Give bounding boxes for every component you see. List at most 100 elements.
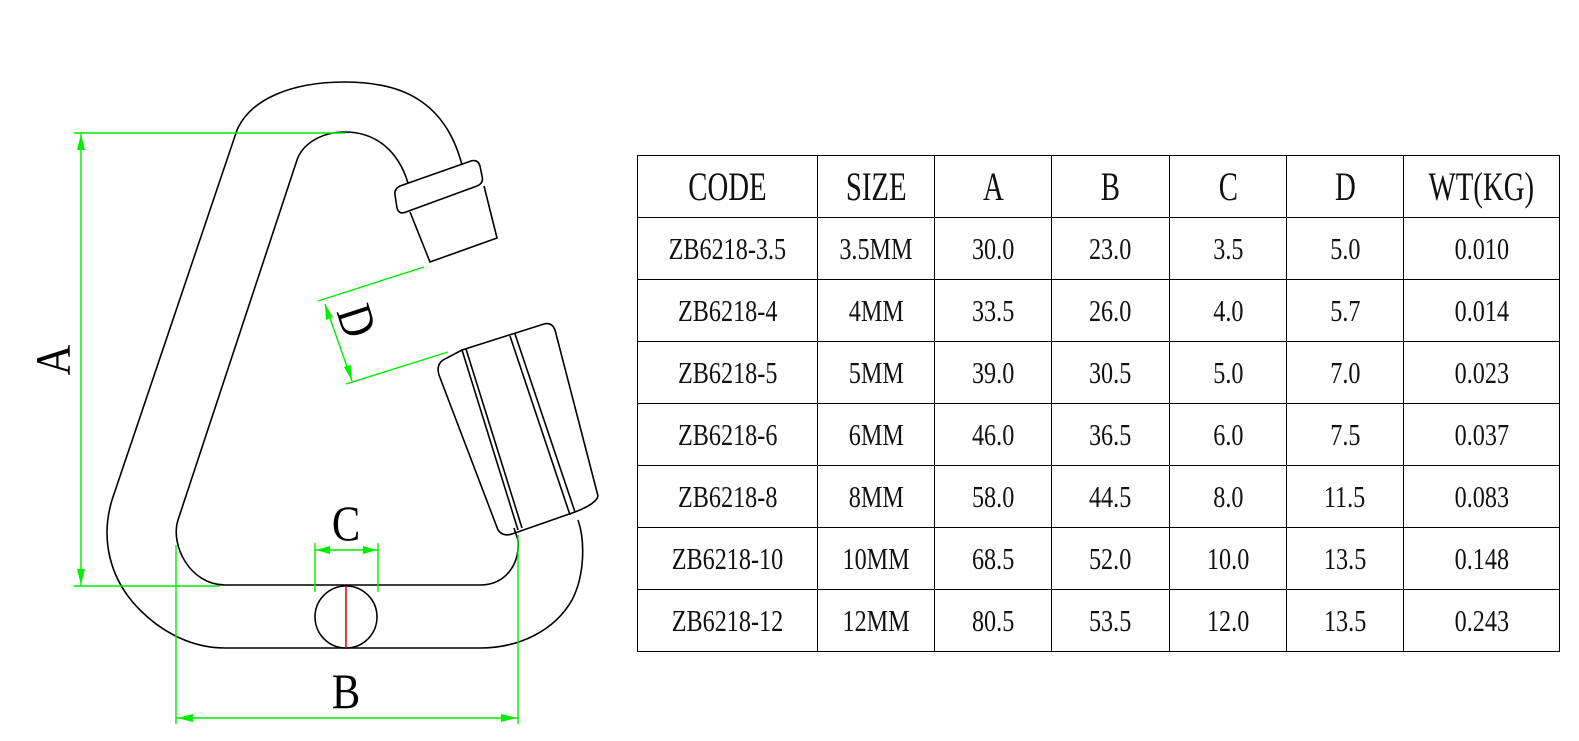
arrow-icon xyxy=(501,714,517,722)
cell-b: 30.5 xyxy=(1051,341,1170,404)
cell-value: 5.0 xyxy=(1329,230,1361,266)
cell-weight: 0.010 xyxy=(1403,217,1560,280)
cell-c: 10.0 xyxy=(1169,527,1287,590)
cell-a: 33.5 xyxy=(934,279,1052,342)
cell-value: 12MM xyxy=(842,602,910,638)
carabiner-outline xyxy=(106,81,599,649)
arrow-icon xyxy=(77,134,85,150)
cell-value: ZB6218-12 xyxy=(671,602,784,638)
cell-d: 11.5 xyxy=(1286,465,1404,528)
cell-size: 4MM xyxy=(817,279,935,342)
arrow-icon xyxy=(325,304,333,320)
cell-code: ZB6218-10 xyxy=(637,527,818,590)
dim-d-extension-top xyxy=(317,266,425,302)
arrow-icon xyxy=(77,569,85,585)
cell-value: 12.0 xyxy=(1206,602,1250,638)
table-header-row: CODE SIZE A B C D WT(KG) xyxy=(637,155,1560,218)
cell-d: 5.0 xyxy=(1286,217,1404,280)
arrow-icon xyxy=(316,546,330,554)
cell-value: ZB6218-10 xyxy=(671,540,784,576)
cell-value: ZB6218-4 xyxy=(677,292,778,328)
cell-value: 7.0 xyxy=(1329,354,1361,390)
header-label: WT(KG) xyxy=(1428,164,1535,209)
gate-cylinder xyxy=(409,185,498,264)
dimension-label-c: C xyxy=(332,497,360,552)
outer-contour xyxy=(106,81,584,649)
cell-value: 46.0 xyxy=(971,416,1015,452)
cell-value: 4.0 xyxy=(1212,292,1244,328)
header-label: SIZE xyxy=(845,164,907,209)
hex-nut-edge xyxy=(509,335,571,516)
cell-value: 10.0 xyxy=(1206,540,1250,576)
cell-value: 0.014 xyxy=(1454,292,1509,328)
hex-nut xyxy=(437,322,599,536)
cell-value: 5.7 xyxy=(1329,292,1361,328)
cell-value: 13.5 xyxy=(1323,602,1367,638)
cell-value: 8MM xyxy=(848,478,904,514)
cell-value: 0.083 xyxy=(1454,478,1509,514)
cell-value: 39.0 xyxy=(971,354,1015,390)
header-label: B xyxy=(1100,164,1121,209)
carabiner-drawing: A B C D xyxy=(27,81,599,724)
hex-nut-edge xyxy=(461,349,519,531)
dimension-label-a: A xyxy=(27,344,82,375)
cell-value: 26.0 xyxy=(1089,292,1132,328)
cell-value: 53.5 xyxy=(1089,602,1132,638)
header-label: C xyxy=(1218,164,1238,209)
cell-value: 52.0 xyxy=(1089,540,1132,576)
cell-d: 7.0 xyxy=(1286,341,1404,404)
gate-sleeve xyxy=(394,159,484,214)
cell-c: 12.0 xyxy=(1169,589,1287,652)
dimension-label-d: D xyxy=(325,298,387,344)
cell-value: ZB6218-8 xyxy=(677,478,778,514)
header-c: C xyxy=(1169,155,1287,218)
cell-value: 44.5 xyxy=(1089,478,1132,514)
cell-weight: 0.083 xyxy=(1403,465,1560,528)
cell-value: 6.0 xyxy=(1212,416,1244,452)
cell-size: 6MM xyxy=(817,403,935,466)
cell-value: 0.037 xyxy=(1454,416,1509,452)
cell-value: 0.010 xyxy=(1454,230,1509,266)
cell-weight: 0.037 xyxy=(1403,403,1560,466)
cell-b: 26.0 xyxy=(1051,279,1170,342)
header-weight: WT(KG) xyxy=(1403,155,1560,218)
cell-value: 10MM xyxy=(842,540,910,576)
cell-size: 5MM xyxy=(817,341,935,404)
dim-d-extension-bottom xyxy=(345,351,449,385)
cell-c: 8.0 xyxy=(1169,465,1287,528)
cell-code: ZB6218-5 xyxy=(637,341,818,404)
cell-c: 4.0 xyxy=(1169,279,1287,342)
cell-value: 33.5 xyxy=(971,292,1015,328)
cell-a: 80.5 xyxy=(934,589,1052,652)
cell-value: 36.5 xyxy=(1089,416,1132,452)
header-label: CODE xyxy=(688,164,767,209)
cell-d: 13.5 xyxy=(1286,589,1404,652)
dimension-lines xyxy=(74,132,519,724)
cell-value: 13.5 xyxy=(1323,540,1367,576)
cell-code: ZB6218-4 xyxy=(637,279,818,342)
hex-nut-edge xyxy=(465,348,523,529)
cell-size: 10MM xyxy=(817,527,935,590)
cell-size: 8MM xyxy=(817,465,935,528)
header-b: B xyxy=(1051,155,1170,218)
header-size: SIZE xyxy=(817,155,935,218)
cell-c: 5.0 xyxy=(1169,341,1287,404)
arrow-icon xyxy=(177,714,193,722)
cell-value: ZB6218-3.5 xyxy=(668,230,787,266)
cell-value: 0.023 xyxy=(1454,354,1509,390)
header-code: CODE xyxy=(637,155,818,218)
hex-nut-edge xyxy=(514,333,576,513)
cell-value: 80.5 xyxy=(971,602,1015,638)
header-label: D xyxy=(1334,164,1356,209)
cell-size: 12MM xyxy=(817,589,935,652)
cell-value: 58.0 xyxy=(971,478,1015,514)
cell-value: 0.148 xyxy=(1454,540,1509,576)
cell-value: 4MM xyxy=(848,292,904,328)
inner-contour xyxy=(175,131,519,586)
table-row: ZB6218-4 4MM 33.5 26.0 4.0 5.7 0.014 xyxy=(637,279,1560,342)
